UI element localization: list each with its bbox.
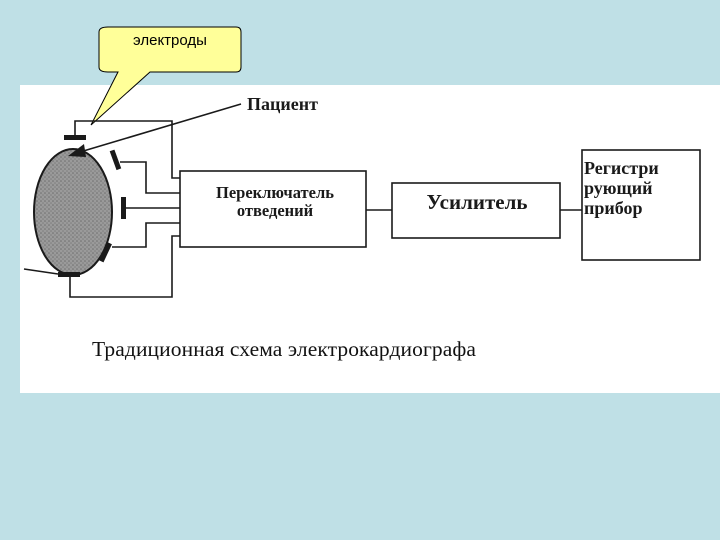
recorder-label-line2: рующий	[584, 178, 653, 199]
recorder-label-line3: прибор	[584, 198, 643, 219]
recorder-box	[581, 149, 701, 261]
recorder-label: Регистри рующий прибор	[584, 158, 692, 218]
patient-label: Пациент	[247, 94, 318, 114]
callout-electrodes: электроды	[133, 32, 207, 49]
lead-switch-label-line1: Переключатель	[216, 183, 334, 202]
electrode-right-mid	[121, 197, 126, 219]
lead-switch-label-line2: отведений	[236, 201, 314, 221]
recorder-label-line1: Регистри	[584, 158, 659, 178]
amplifier-label: Усилитель	[426, 190, 528, 214]
amplifier-box	[391, 182, 561, 239]
callout-bubble	[90, 26, 242, 126]
electrode-right-lower	[98, 242, 112, 263]
electrode-top	[64, 135, 86, 140]
electrode-right-upper	[109, 149, 122, 171]
patient-body	[33, 148, 113, 276]
electrode-bottom	[58, 272, 80, 277]
diagram-caption: Традиционная схема электрокардиографа	[92, 337, 477, 361]
lead-switch-label: Переключатель отведений	[184, 183, 366, 221]
electrode-wires	[23, 120, 582, 298]
lead-switch-box	[179, 170, 367, 248]
patient-arrow	[68, 103, 242, 157]
